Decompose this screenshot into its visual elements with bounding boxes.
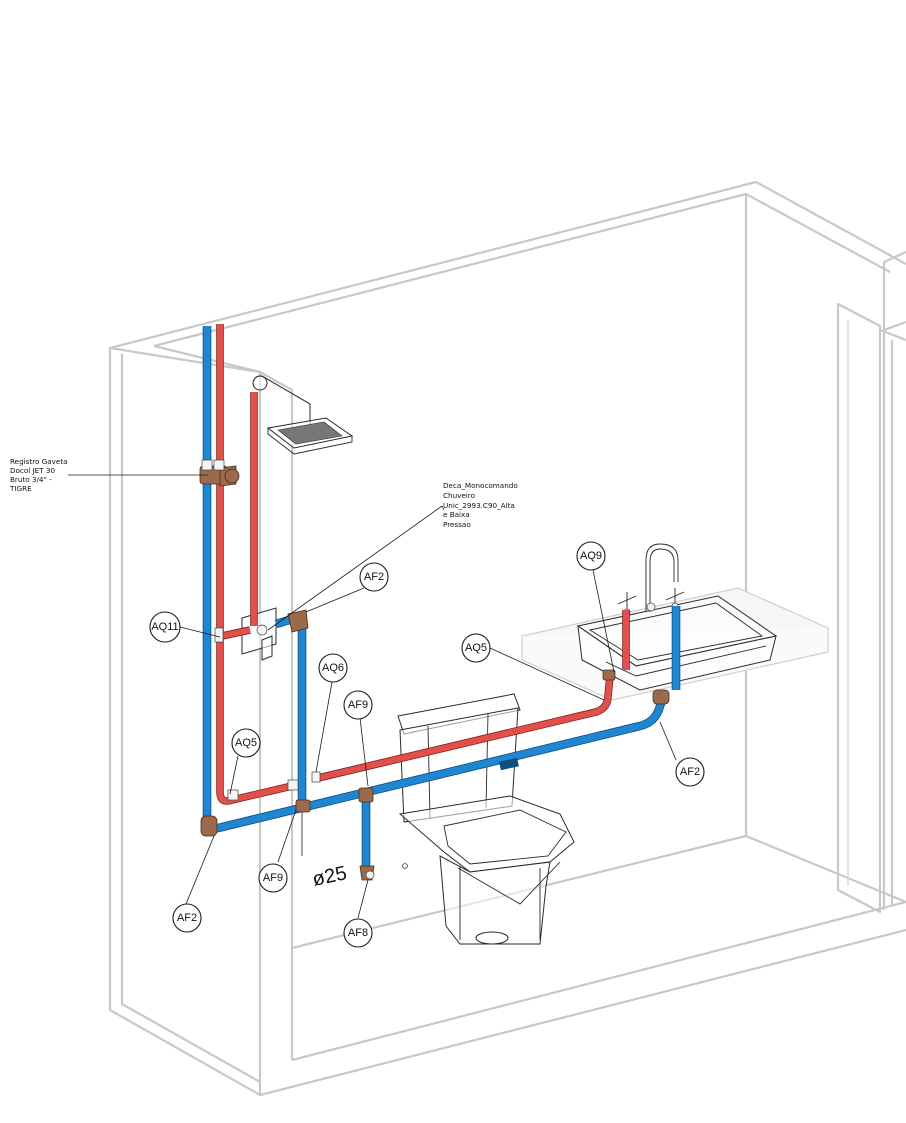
room-walls xyxy=(108,180,906,1097)
tag-aq9: AQ9 xyxy=(576,541,606,571)
svg-text:AQ9: AQ9 xyxy=(580,550,602,562)
monocomando-note-line-2: Chuveiro xyxy=(443,491,475,500)
svg-text:AF8: AF8 xyxy=(348,927,368,939)
tag-af9-bottom: AF9 xyxy=(258,863,288,893)
toilet xyxy=(397,693,575,945)
tag-af2-right: AF2 xyxy=(675,757,705,787)
svg-text:AQ5: AQ5 xyxy=(465,642,487,654)
svg-text:AF2: AF2 xyxy=(177,912,197,924)
registro-note-line-2: Docol JET 30 xyxy=(10,466,55,475)
registro-note-line-1: Registro Gaveta xyxy=(10,457,68,466)
tag-aq5-left: AQ5 xyxy=(231,728,261,758)
tag-af2-bottom: AF2 xyxy=(172,903,202,933)
svg-text:AQ6: AQ6 xyxy=(322,662,344,674)
registro-gaveta-note: Registro Gaveta Docol JET 30 Bruto 3/4" … xyxy=(9,457,68,493)
registro-note-line-4: TIGRE xyxy=(9,484,32,493)
monocomando-note-line-3: Unic_2993.C90_Alta xyxy=(443,501,515,510)
pipe-fittings xyxy=(199,459,670,881)
svg-text:AF2: AF2 xyxy=(680,766,700,778)
leader-lines xyxy=(68,474,677,919)
tag-aq5-right: AQ5 xyxy=(461,633,491,663)
svg-text:AQ11: AQ11 xyxy=(151,621,178,633)
monocomando-note-line-5: Pressao xyxy=(443,520,471,529)
shower-mixer xyxy=(241,607,277,661)
sink-faucet xyxy=(645,543,679,612)
tag-af2-top: AF2 xyxy=(359,562,389,592)
pipe-diameter-label: ø25 xyxy=(310,862,348,891)
svg-text:AF9: AF9 xyxy=(348,699,368,711)
tag-af9-top: AF9 xyxy=(343,690,373,720)
shower-head xyxy=(252,375,354,455)
tag-aq6: AQ6 xyxy=(318,653,348,683)
svg-text:AQ5: AQ5 xyxy=(235,737,257,749)
monocomando-note-line-1: Deca_Monocomando xyxy=(443,481,518,490)
tag-aq11: AQ11 xyxy=(149,611,181,643)
registro-note-line-3: Bruto 3/4" - xyxy=(10,475,52,484)
valve-handle-icon xyxy=(224,468,240,484)
monocomando-note: Deca_Monocomando Chuveiro Unic_2993.C90_… xyxy=(443,481,518,529)
tag-af8: AF8 xyxy=(343,918,373,948)
monocomando-note-line-4: e Baixa xyxy=(443,510,470,519)
svg-text:AF2: AF2 xyxy=(364,571,384,583)
svg-text:AF9: AF9 xyxy=(263,872,283,884)
